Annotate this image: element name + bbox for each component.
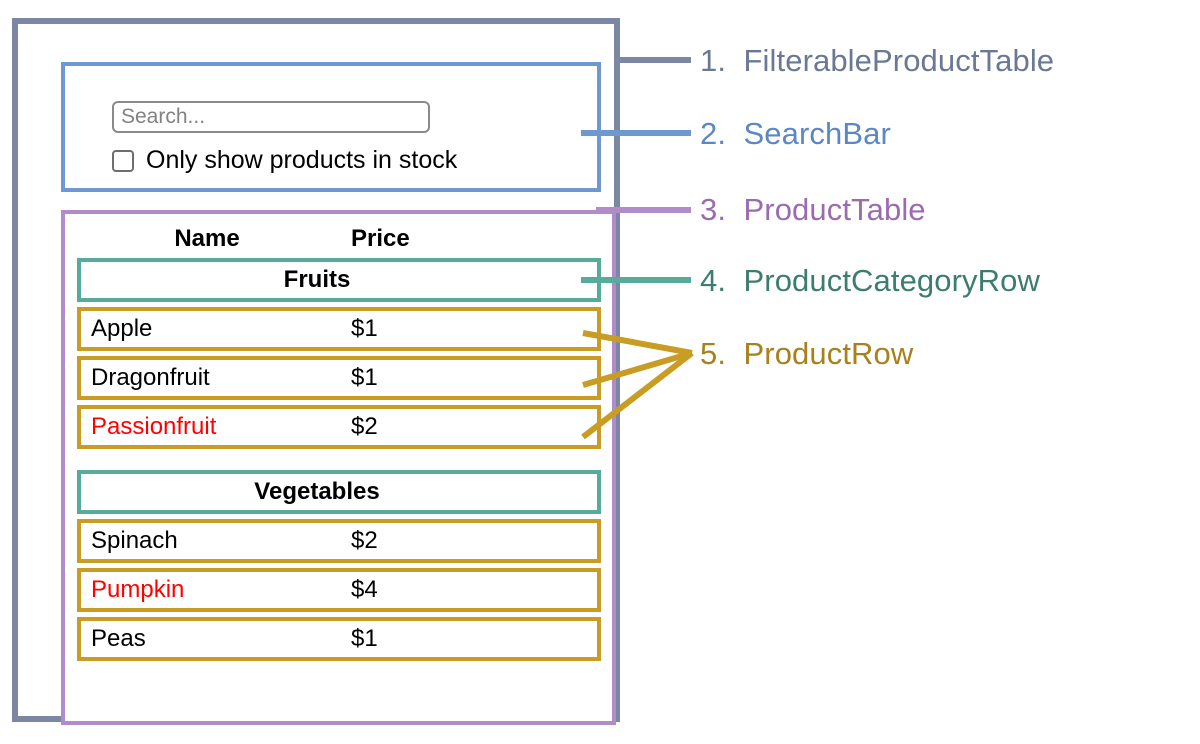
product-row[interactable]: Dragonfruit $1 [77, 356, 601, 400]
group-spacer [77, 454, 601, 470]
legend-number: 2. [700, 116, 735, 151]
filterable-product-table-box: Only show products in stock Name Price F… [12, 18, 620, 725]
in-stock-filter-row[interactable]: Only show products in stock [112, 146, 457, 175]
product-row[interactable]: Passionfruit $2 [77, 405, 601, 449]
column-header-price: Price [351, 225, 410, 252]
legend-number: 1. [700, 43, 735, 78]
product-name: Passionfruit [91, 413, 217, 440]
product-category-row: Fruits [77, 258, 601, 302]
product-category-row: Vegetables [77, 470, 601, 514]
legend-item-product-table: 3. ProductTable [700, 192, 926, 228]
legend-item-search-bar: 2. SearchBar [700, 116, 891, 152]
legend-label: FilterableProductTable [743, 43, 1055, 78]
legend-item-product-row: 5. ProductRow [700, 336, 913, 372]
product-name: Spinach [91, 527, 178, 554]
legend-label: ProductTable [743, 192, 926, 227]
product-price: $2 [351, 527, 378, 554]
product-name: Apple [91, 315, 153, 342]
legend-number: 3. [700, 192, 735, 227]
category-label: Fruits [283, 266, 351, 293]
search-bar-box: Only show products in stock [61, 62, 601, 192]
legend-label: ProductRow [743, 336, 914, 371]
product-name: Dragonfruit [91, 364, 210, 391]
product-price: $4 [351, 576, 378, 603]
legend-item-filterable-product-table: 1. FilterableProductTable [700, 43, 1054, 79]
product-row[interactable]: Peas $1 [77, 617, 601, 661]
product-table-header: Name Price [77, 220, 601, 258]
category-label: Vegetables [254, 478, 380, 505]
product-table: Name Price Fruits Apple $1 Dragonfruit $… [77, 220, 601, 666]
product-price: $1 [351, 315, 378, 342]
product-price: $1 [351, 364, 378, 391]
legend-item-product-category-row: 4. ProductCategoryRow [700, 263, 1040, 299]
column-header-name: Name [174, 225, 240, 252]
legend-number: 4. [700, 263, 735, 298]
legend-number: 5. [700, 336, 735, 371]
product-price: $1 [351, 625, 378, 652]
product-name: Peas [91, 625, 146, 652]
legend-label: SearchBar [743, 116, 891, 151]
in-stock-checkbox-label: Only show products in stock [146, 146, 458, 174]
product-name: Pumpkin [91, 576, 185, 603]
search-input[interactable] [112, 101, 430, 133]
legend-label: ProductCategoryRow [743, 263, 1040, 298]
product-table-box: Name Price Fruits Apple $1 Dragonfruit $… [61, 210, 616, 725]
product-price: $2 [351, 413, 378, 440]
product-row[interactable]: Apple $1 [77, 307, 601, 351]
product-row[interactable]: Spinach $2 [77, 519, 601, 563]
in-stock-checkbox[interactable] [112, 149, 134, 172]
product-row[interactable]: Pumpkin $4 [77, 568, 601, 612]
